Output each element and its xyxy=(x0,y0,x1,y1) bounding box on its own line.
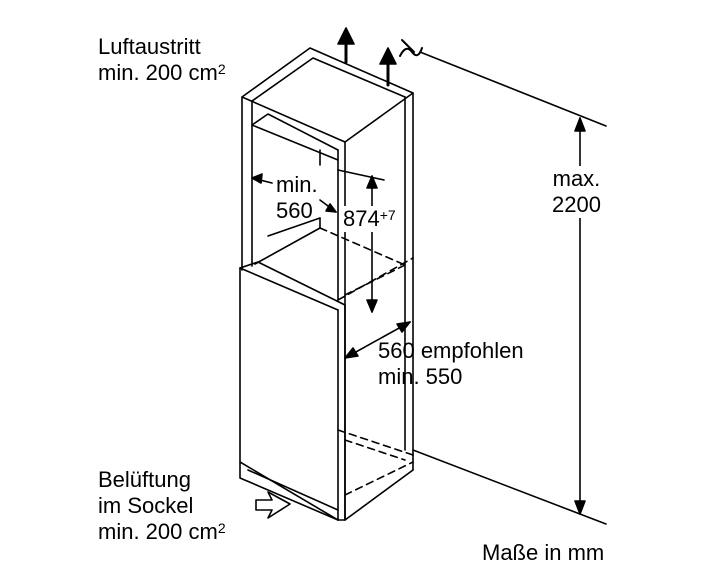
ventilation-line2: im Sockel xyxy=(98,493,194,518)
total-height-line2: 2200 xyxy=(552,192,601,217)
units-label: Maße in mm xyxy=(482,540,605,565)
appliance-front xyxy=(239,261,346,521)
ventilation-inlet-arrow xyxy=(255,491,291,519)
width-line1: min. xyxy=(276,172,318,197)
niche-dashed-lines xyxy=(319,227,414,496)
ventilation-exponent: 2 xyxy=(217,520,226,536)
air-outlet-exponent: 2 xyxy=(217,61,226,77)
air-outlet-line1: Luftaustritt xyxy=(98,34,201,59)
air-outlet-value: min. 200 cm xyxy=(98,60,218,85)
niche-lines xyxy=(254,217,321,265)
height-label: 874+7 xyxy=(342,206,397,232)
depth-line2: min. 550 xyxy=(378,364,463,389)
height-value: 874 xyxy=(343,206,380,231)
total-height-label: max. 2200 xyxy=(552,166,601,218)
ventilation-line1: Belüftung xyxy=(98,467,191,492)
total-height-line1: max. xyxy=(552,166,601,191)
height-dimension xyxy=(337,169,385,313)
air-outlet-line2: min. 200 cm2 xyxy=(98,60,226,86)
depth-dimension xyxy=(344,321,411,359)
air-outlet-arrows xyxy=(337,27,423,87)
depth-line1: 560 empfohlen xyxy=(378,338,524,363)
air-outlet-label: Luftaustritt min. 200 cm2 xyxy=(98,34,226,86)
depth-label: 560 empfohlen min. 550 xyxy=(378,338,524,390)
ventilation-label: Belüftung im Sockel min. 200 cm2 xyxy=(98,467,226,545)
width-dimension xyxy=(251,149,337,213)
height-tolerance: +7 xyxy=(379,207,396,223)
width-label: min. 560 xyxy=(276,172,318,224)
width-line2: 560 xyxy=(276,198,313,223)
ventilation-value: min. 200 cm xyxy=(98,519,218,544)
ventilation-line3: min. 200 cm2 xyxy=(98,519,226,545)
cabinet-outline xyxy=(241,47,414,521)
total-height-dimension xyxy=(412,51,607,525)
